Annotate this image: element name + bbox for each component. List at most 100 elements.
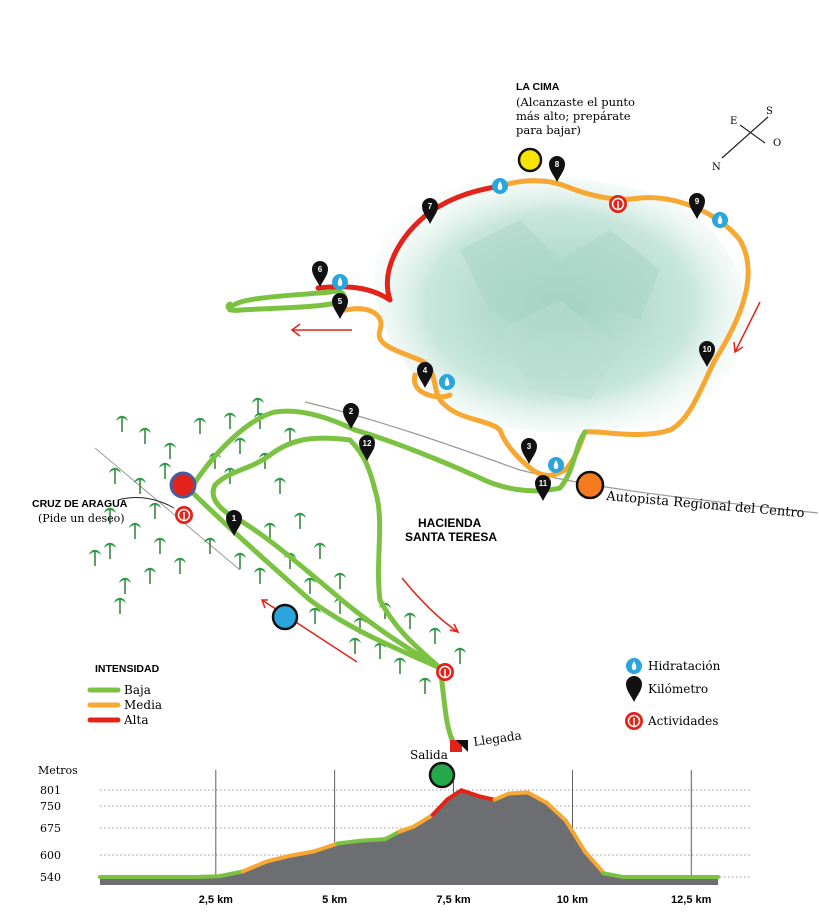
profile-x-tick: 5 km [322,894,347,906]
highway-label: Autopista Regional del Centro [605,489,806,521]
palm-tree-icon [104,507,116,524]
cruz-leader [117,497,175,509]
profile-segment [525,790,549,805]
palm-tree-icon [89,549,101,566]
legend-kilometro: Kilómetro [648,682,708,696]
water-drop-icon [626,658,642,674]
palm-tree-icon [154,537,166,554]
km-marker-icon: 7 [422,198,438,224]
water-drop-icon [332,274,348,290]
legend-hidratacion: Hidratación [648,659,721,673]
palm-tree-icon [419,677,431,694]
palm-tree-icon [334,572,346,589]
km-marker-label: 11 [539,479,548,488]
profile-segment [478,794,497,802]
profile-x-tick: 7,5 km [436,894,470,906]
km-marker-label: 8 [555,160,560,169]
activity-points [175,195,627,681]
palm-tree-icon [429,627,441,644]
km-marker-label: 1 [232,514,237,523]
palm-tree-icon [224,412,236,429]
palm-tree-icon [149,502,161,519]
profile-segment [383,829,402,842]
route-segment-baja-return [210,435,443,671]
summit-point[interactable] [517,147,543,173]
mountain-terrain [374,176,746,433]
route-segment-baja-west [225,288,348,313]
activity-icon [625,712,643,730]
profile-segment [397,824,416,834]
profile-x-tick: 10 km [557,894,588,906]
palm-tree-icon [129,522,141,539]
intensity-legend: INTENSIDAD Baja Media Alta [87,663,162,727]
compass: E S O N [712,106,781,173]
summit-note-3: para bajar) [516,123,581,137]
palm-tree-icon [114,597,126,614]
route-segment-media-summit [497,178,751,437]
palm-tree-icon [294,512,306,529]
hydration-points [332,178,728,473]
profile-segment [193,874,221,879]
profile-segment [544,800,568,823]
palm-tree-icon [304,577,316,594]
km-marker-icon [626,676,642,702]
start-finish-flag [450,740,468,752]
cruz-point[interactable] [169,471,197,499]
cruz-title: CRUZ DE ARAGUA [32,498,128,510]
profile-x-tick: 12,5 km [671,894,712,906]
profile-segment [445,788,464,802]
km-marker-label: 10 [703,345,712,354]
km-marker-icon [626,676,642,702]
route-segment-baja-loop [187,408,458,748]
palm-tree-icon [349,637,361,654]
trail-point[interactable] [271,603,299,631]
profile-segment [411,812,435,829]
profile-segment [582,849,606,876]
palm-tree-icon [159,462,171,479]
profile-segment [335,838,364,846]
km-marker-label: 2 [349,407,354,416]
legend-actividades: Actividades [647,714,718,728]
km-marker-label: 6 [318,265,323,274]
activity-icon [436,663,454,681]
palm-tree-icon [204,537,216,554]
palm-tree-icon [234,552,246,569]
profile-segment [601,871,625,879]
profile-segment [492,791,511,802]
km-marker-icon: 4 [417,362,433,388]
symbol-legend: Hidratación Kilómetro Actividades [625,658,721,730]
legend-media: Media [124,698,162,712]
legend-alta: Alta [123,713,148,727]
palm-tree-icon [252,397,264,414]
palm-tree-icon [274,477,286,494]
palm-tree-icon [104,542,116,559]
profile-area [100,790,718,885]
highway-point[interactable] [575,470,605,500]
cruz-note: (Pide un deseo) [38,512,125,525]
km-marker-label: 7 [428,202,433,211]
route-segment-media-west [342,306,588,478]
km-marker-label: 4 [423,366,428,375]
start-point[interactable] [428,761,456,789]
water-drop-icon [712,212,728,228]
km-marker-icon: 8 [549,156,565,182]
km-marker-label: 9 [695,197,700,206]
palm-tree-icon [164,442,176,459]
route-segment-baja-highway [352,427,588,494]
profile-x-tick: 2,5 km [199,894,233,906]
palm-tree-icon [404,612,416,629]
summit-note-2: más alto; prepárate [516,109,631,123]
palm-tree-icon [254,567,266,584]
profile-segment [240,859,269,874]
palm-tree-icon [309,607,321,624]
route-segment-alta [315,183,503,303]
km-marker-icon: 3 [521,438,537,464]
palm-tree-icon [234,437,246,454]
profile-segment [459,788,483,799]
water-drop-icon [439,374,455,390]
profile-segment [430,797,450,817]
km-marker-icon: 2 [343,403,359,429]
